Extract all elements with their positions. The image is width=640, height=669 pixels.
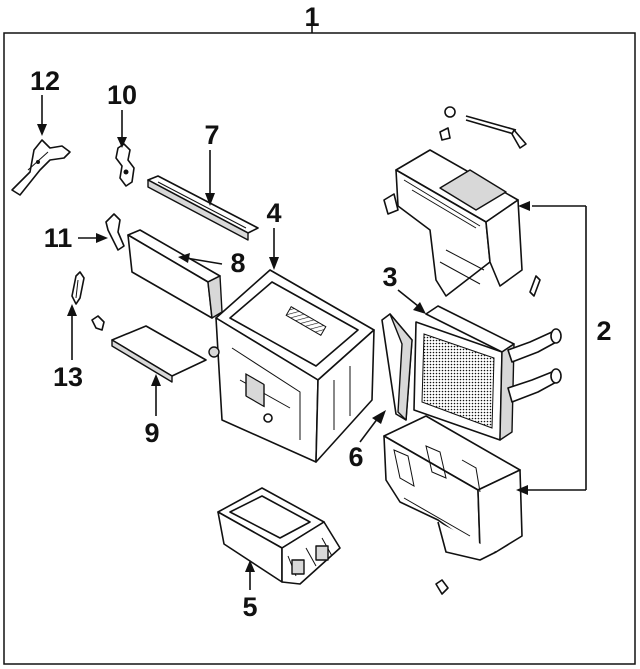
callout-11: 11 (44, 223, 73, 253)
part-9-plate (111, 325, 207, 383)
part-7-strip (147, 175, 259, 241)
arrow-2-upper (518, 201, 530, 211)
assembly-frame (3, 32, 636, 665)
arrow-4 (269, 257, 279, 270)
leader-6 (359, 417, 379, 443)
arrow-10 (117, 137, 127, 148)
arrow-2-lower (516, 485, 528, 495)
callout-6: 6 (348, 442, 363, 472)
part-6-seal (381, 313, 413, 421)
arrow-11 (96, 233, 108, 243)
part-4-heater-case (208, 269, 375, 463)
arrow-8 (178, 253, 190, 263)
callout-3: 3 (382, 262, 397, 292)
part-5-lower-housing (217, 487, 341, 585)
callout-9: 9 (144, 418, 159, 448)
arrow-12 (37, 124, 47, 136)
arrow-13 (67, 304, 77, 316)
part-3-heater-core (413, 305, 562, 441)
arrow-5 (245, 560, 255, 572)
part-2-upper-cover (383, 149, 523, 297)
leader-8 (185, 257, 223, 265)
callout-4: 4 (266, 198, 281, 228)
part-8-filter-panel (127, 229, 223, 319)
arrow-3 (413, 302, 426, 314)
part-11-latch (105, 213, 125, 251)
callout-8: 8 (230, 248, 245, 278)
part-13-link-rod (71, 271, 85, 305)
small-pin (529, 275, 541, 297)
callout-10: 10 (107, 80, 137, 110)
part-2-lower-case (383, 415, 523, 595)
arrow-7 (205, 193, 215, 206)
part-12-bracket (11, 139, 71, 196)
callout-13: 13 (53, 362, 83, 392)
callout-2: 2 (596, 316, 611, 346)
callout-12: 12 (30, 66, 60, 96)
leader-3 (397, 289, 419, 307)
callout-5: 5 (242, 592, 257, 622)
part-10-clip (115, 143, 135, 187)
arrow-6 (372, 410, 386, 424)
callout-7: 7 (204, 120, 219, 150)
arrow-9 (151, 374, 161, 386)
control-rod (439, 106, 527, 149)
small-clip (91, 315, 105, 331)
